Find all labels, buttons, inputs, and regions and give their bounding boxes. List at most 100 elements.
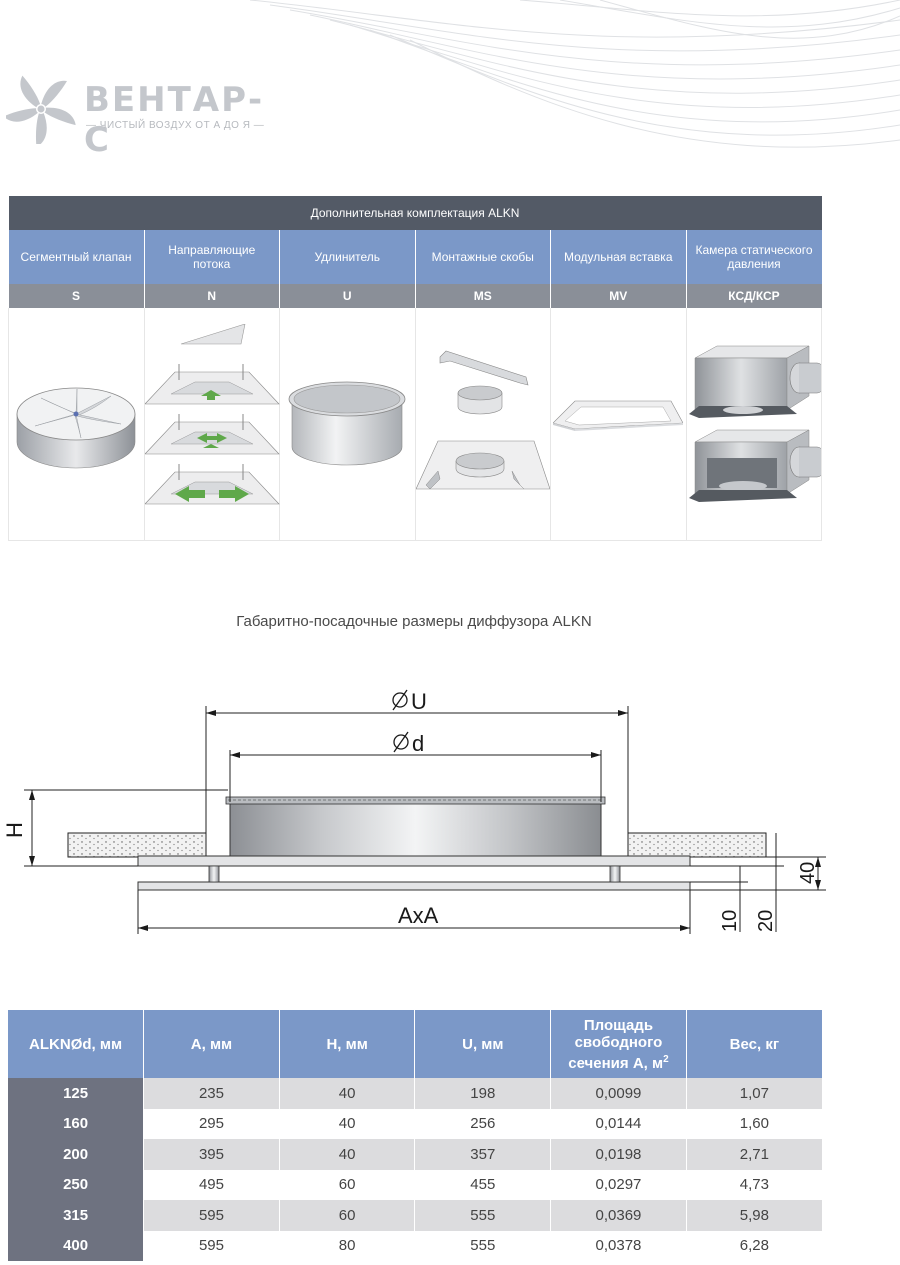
cell-a: 595: [143, 1230, 280, 1261]
modular-insert-image: [553, 400, 684, 431]
header-a: А, мм: [143, 1010, 280, 1078]
ceiling-panel-right: [627, 832, 767, 858]
diagram-title: Габаритно-посадочные размеры диффузора A…: [236, 613, 592, 630]
header-h: Н, мм: [279, 1010, 416, 1078]
diameter-symbol-icon: Ø: [70, 1035, 83, 1053]
cell-area: 0,0144: [550, 1108, 687, 1139]
cell-d: 400: [8, 1230, 145, 1261]
cell-h: 80: [279, 1230, 416, 1261]
dim-label-axa: AxA: [398, 903, 439, 928]
header-u: U, мм: [414, 1010, 552, 1078]
accessory-code: КСД/КСР: [686, 284, 822, 308]
table-row: 315 595 60 555 0,0369 5,98: [8, 1200, 822, 1231]
cell-a: 595: [143, 1200, 280, 1231]
cell-a: 235: [143, 1078, 280, 1109]
table-row: 250 495 60 455 0,0297 4,73: [8, 1169, 822, 1200]
accessory-name: Направляющие потока: [144, 230, 280, 284]
extender-image: [288, 381, 406, 466]
accessory-code: S: [8, 284, 145, 308]
diffuser-front-panel: [137, 881, 691, 891]
cell-u: 198: [414, 1078, 552, 1109]
header-decorative-lines: [249, 0, 900, 148]
dim-label-h: H: [2, 822, 27, 838]
cell-h: 40: [279, 1108, 416, 1139]
cell-area: 0,0369: [550, 1200, 687, 1231]
header-model: ALKNØd, мм: [8, 1010, 145, 1078]
diffuser-neck-rim: [225, 796, 606, 805]
cell-h: 60: [279, 1169, 416, 1200]
table-row: 400 595 80 555 0,0378 6,28: [8, 1230, 822, 1261]
segment-damper-image: [16, 387, 136, 469]
cell-weight: 5,98: [686, 1200, 822, 1231]
cell-h: 40: [279, 1139, 416, 1170]
accessory-image-cell: [279, 308, 416, 541]
cell-u: 555: [414, 1200, 552, 1231]
dim-label-u: U: [411, 689, 427, 714]
cell-d: 160: [8, 1108, 145, 1139]
cell-d: 125: [8, 1078, 145, 1109]
accessory-image-cell: [144, 308, 280, 541]
header-model-suffix: d, мм: [82, 1035, 123, 1053]
accessory-image-cell: [8, 308, 145, 541]
accessory-image-cell: [415, 308, 551, 541]
ceiling-panel-left: [67, 832, 207, 858]
table-row: 200 395 40 357 0,0198 2,71: [8, 1139, 822, 1170]
accessory-code: MV: [550, 284, 687, 308]
cell-h: 40: [279, 1078, 416, 1109]
mounting-brackets-image: [415, 350, 550, 490]
cell-area: 0,0099: [550, 1078, 687, 1109]
flow-guides-image: [144, 323, 280, 505]
accessory-name: Монтажные скобы: [415, 230, 551, 284]
cell-d: 200: [8, 1139, 145, 1170]
dim-label-20: 20: [755, 910, 777, 932]
diffuser-neck: [229, 801, 602, 857]
cell-d: 250: [8, 1169, 145, 1200]
dim-label-40: 40: [797, 862, 819, 884]
diameter-symbol-icon: [393, 731, 409, 753]
cell-u: 555: [414, 1230, 552, 1261]
cell-u: 256: [414, 1108, 552, 1139]
cell-a: 295: [143, 1108, 280, 1139]
header-model-prefix: ALKN: [29, 1035, 71, 1053]
accessory-name: Удлинитель: [279, 230, 416, 284]
diameter-symbol-icon: [392, 689, 408, 711]
accessory-name: Сегментный клапан: [8, 230, 145, 284]
header-area-line3: сечения А, м: [568, 1054, 664, 1072]
brand-tagline: — ЧИСТЫЙ ВОЗДУХ ОТ А ДО Я —: [86, 120, 265, 131]
cell-area: 0,0297: [550, 1169, 687, 1200]
accessory-code: MS: [415, 284, 551, 308]
cell-weight: 6,28: [686, 1230, 822, 1261]
accessory-name: Модульная вставка: [550, 230, 687, 284]
dim-label-d: d: [412, 731, 424, 756]
accessories-table: Дополнительная комплектация ALKN Сегмент…: [8, 196, 822, 541]
accessories-title: Дополнительная комплектация ALKN: [8, 196, 822, 230]
header-area-line1: Площадь: [583, 1016, 654, 1034]
cell-weight: 4,73: [686, 1169, 822, 1200]
cell-a: 495: [143, 1169, 280, 1200]
cell-weight: 1,60: [686, 1108, 822, 1139]
cell-u: 357: [414, 1139, 552, 1170]
diffuser-plate: [137, 855, 691, 867]
cell-u: 455: [414, 1169, 552, 1200]
table-row: 160 295 40 256 0,0144 1,60: [8, 1108, 822, 1139]
accessory-image-cell: [686, 308, 822, 541]
header-weight: Вес, кг: [686, 1010, 822, 1078]
standoff-right: [609, 865, 621, 883]
cell-a: 395: [143, 1139, 280, 1170]
brand-logo: ВЕНТАР-С — ЧИСТЫЙ ВОЗДУХ ОТ А ДО Я —: [6, 74, 276, 160]
accessory-name: Камера статического давления: [686, 230, 822, 284]
cell-h: 60: [279, 1200, 416, 1231]
cell-area: 0,0378: [550, 1230, 687, 1261]
header-area-sup: 2: [663, 1053, 669, 1065]
standoff-left: [208, 865, 220, 883]
table-row: 125 235 40 198 0,0099 1,07: [8, 1078, 822, 1109]
brand-name: ВЕНТАР-С: [84, 80, 265, 160]
fan-logo-icon: [6, 75, 76, 144]
cell-weight: 1,07: [686, 1078, 822, 1109]
plenum-box-image: [688, 345, 821, 502]
accessory-code: N: [144, 284, 280, 308]
header-area-line2: свободного: [574, 1033, 663, 1051]
cell-d: 315: [8, 1200, 145, 1231]
